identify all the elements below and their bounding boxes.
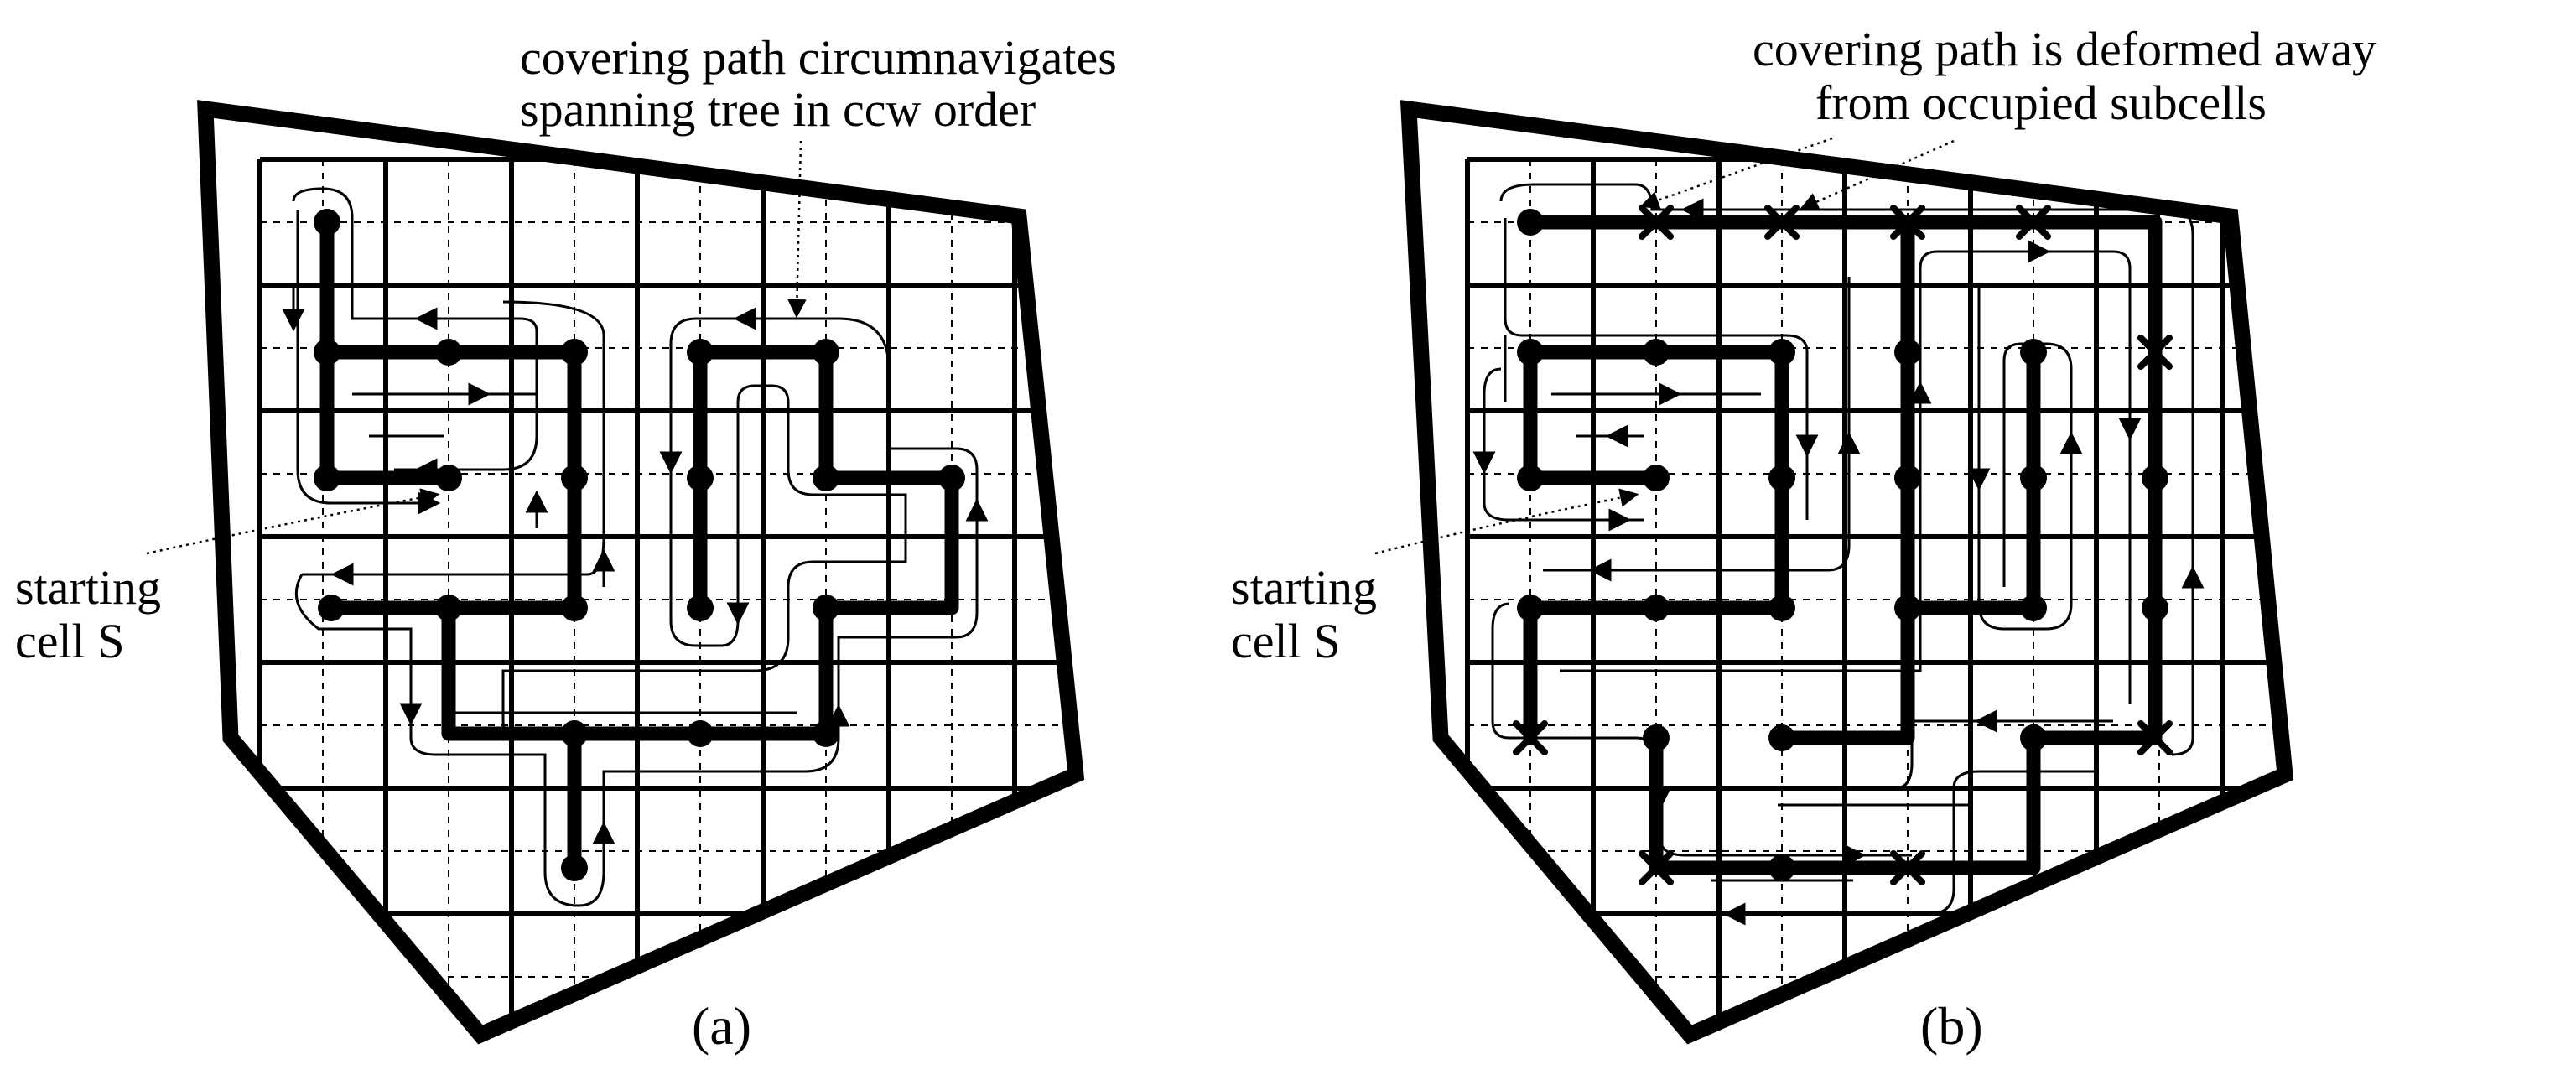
panel-b-path-arrows <box>1472 198 2205 926</box>
panel-a-tree-nodes <box>314 209 965 881</box>
panel-a: covering path circumnavigates spanning t… <box>15 30 1117 1056</box>
panel-b-start-label-line-1: starting <box>1231 560 1377 615</box>
panel-a-annotation-line-1: covering path circumnavigates <box>520 30 1117 85</box>
panel-a-annotation-leader <box>787 140 807 319</box>
panel-b-covering-path <box>1483 183 2194 916</box>
panel-a-start-leader <box>146 488 440 555</box>
panel-b-tree-nodes <box>1517 209 2168 881</box>
panel-b-annotation-leader-2 <box>1799 139 1955 210</box>
panel-a-caption: (a) <box>692 996 751 1056</box>
panel-b-caption: (b) <box>1920 996 1983 1056</box>
panel-a-start-label-line-1: starting <box>15 560 161 615</box>
panel-b-start-label-line-2: cell S <box>1231 614 1340 668</box>
panel-b-annotation-line-2: from occupied subcells <box>1815 75 2267 130</box>
panel-b-occupied-subcell-marks <box>1513 205 2173 885</box>
panel-a-start-label-line-2: cell S <box>15 614 124 668</box>
panel-a-annotation-line-2: spanning tree in ccw order <box>520 82 1036 137</box>
panel-b: covering path is deformed away from occu… <box>1231 22 2376 1056</box>
panel-b-annotation-line-1: covering path is deformed away <box>1753 22 2376 76</box>
panel-a-path-arrows <box>282 285 989 855</box>
panel-b-start-leader <box>1374 488 1639 555</box>
panel-a-boundary <box>197 100 1085 1045</box>
panel-b-boundary <box>1400 100 2294 1045</box>
